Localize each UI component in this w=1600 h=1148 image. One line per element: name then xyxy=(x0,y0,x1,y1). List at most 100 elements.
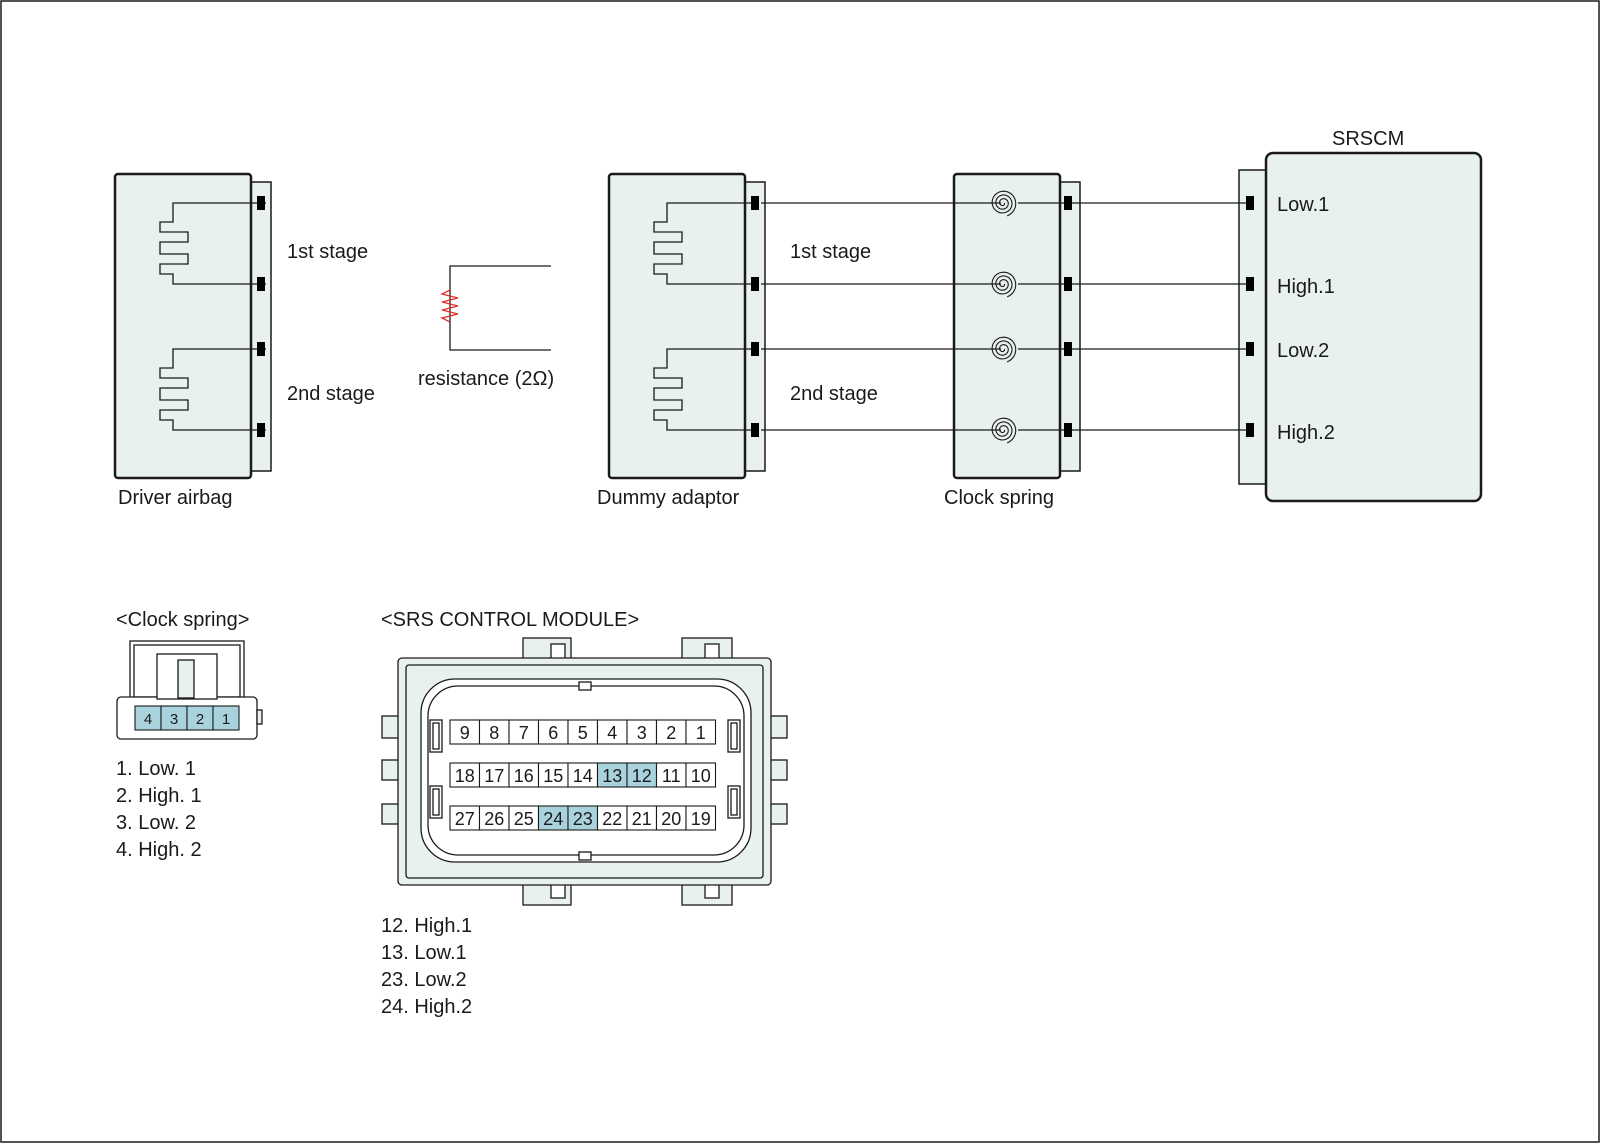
connector-terminal xyxy=(1246,342,1254,356)
srs-pin-cell xyxy=(596,805,628,831)
srs-module-connector-legend: 12. High.1 13. Low.1 23. Low.2 24. High.… xyxy=(381,915,472,1018)
srscm-pin-high2-label: High.2 xyxy=(1277,422,1335,444)
dummy-adaptor-stage1-label: 1st stage xyxy=(790,241,871,263)
clock-spring-pin-cell xyxy=(212,705,240,731)
srs-pin-cell xyxy=(567,762,599,788)
dummy-adaptor-stage2-label: 2nd stage xyxy=(790,383,878,405)
srs-module-legend-item: 24. High.2 xyxy=(381,996,472,1018)
clock-spring: Clock spring xyxy=(944,172,1081,509)
srs-pin-number: 1 xyxy=(696,723,706,743)
clock-spring-pin-number: 2 xyxy=(196,711,204,728)
srs-pin-cell xyxy=(478,805,510,831)
squib-connector-icon xyxy=(653,202,759,431)
connector-terminal xyxy=(1064,423,1072,437)
srs-pin-cell xyxy=(537,762,569,788)
connector-terminal xyxy=(751,277,759,291)
srscm-title: SRSCM xyxy=(1332,128,1404,150)
srs-pin-number: 20 xyxy=(661,809,681,829)
srscm-body xyxy=(1264,151,1483,503)
driver-airbag-caption: Driver airbag xyxy=(118,487,232,509)
srs-pin-cell xyxy=(478,762,510,788)
resistor: resistance (2Ω) xyxy=(418,265,554,390)
srscm-pin-low1-label: Low.1 xyxy=(1277,194,1329,216)
clock-spring-pin-number: 3 xyxy=(170,711,178,728)
srs-pin-number: 8 xyxy=(489,723,499,743)
srs-pin-cell xyxy=(596,719,628,745)
connector-terminal xyxy=(1064,277,1072,291)
srs-pin-cell xyxy=(626,805,658,831)
spiral-coil-icon xyxy=(991,417,1017,444)
srs-module-connector-title: <SRS CONTROL MODULE> xyxy=(381,609,639,631)
connector-terminal xyxy=(1064,342,1072,356)
clock-spring-connector-title: <Clock spring> xyxy=(116,609,249,631)
srs-pin-cell xyxy=(449,805,481,831)
srs-module-legend-item: 12. High.1 xyxy=(381,915,472,937)
connector-terminal xyxy=(751,196,759,210)
driver-airbag-stage2-label: 2nd stage xyxy=(287,383,375,405)
connector-terminal xyxy=(751,342,759,356)
srs-pin-number: 19 xyxy=(691,809,711,829)
srs-pin-cell xyxy=(685,719,717,745)
srs-pin-number: 13 xyxy=(602,766,622,786)
clock-spring-body xyxy=(952,172,1062,480)
dummy-adaptor-caption: Dummy adaptor xyxy=(597,487,740,509)
clock-spring-pin-cell xyxy=(186,705,214,731)
driver-airbag-terminals xyxy=(257,196,265,437)
srs-pin-cell xyxy=(567,805,599,831)
srscm-pin-low2-label: Low.2 xyxy=(1277,340,1329,362)
srs-pin-number: 11 xyxy=(662,766,681,786)
clock-spring-connector-legend: 1. Low. 1 2. High. 1 3. Low. 2 4. High. … xyxy=(116,758,202,861)
srs-pin-number: 10 xyxy=(691,766,711,786)
srs-pin-number: 7 xyxy=(519,723,529,743)
srs-pin-cell xyxy=(537,719,569,745)
srs-pin-number: 14 xyxy=(573,766,593,786)
connector-terminal xyxy=(1246,277,1254,291)
srs-pin-number: 27 xyxy=(455,809,475,829)
srs-pin-cell xyxy=(537,805,569,831)
srs-pin-number: 9 xyxy=(460,723,470,743)
resistor-label: resistance (2Ω) xyxy=(418,368,554,390)
srs-pin-cell xyxy=(655,762,687,788)
srs-pin-number: 25 xyxy=(514,809,534,829)
srs-pin-number: 17 xyxy=(484,766,504,786)
srs-pin-cell xyxy=(655,805,687,831)
squib-connector-icon xyxy=(159,202,266,431)
connector-terminal xyxy=(751,423,759,437)
srs-pin-cell xyxy=(685,805,717,831)
srs-pin-number: 18 xyxy=(455,766,475,786)
srs-pin-number: 12 xyxy=(632,766,652,786)
harness-wires xyxy=(751,190,1254,444)
srscm: SRSCM Low.1 High.1 Low.2 High.2 xyxy=(1238,128,1483,503)
srs-pin-cell xyxy=(655,719,687,745)
srs-pin-number: 4 xyxy=(607,723,617,743)
spiral-coil-icon xyxy=(991,190,1017,217)
srs-pin-number: 22 xyxy=(602,809,622,829)
connector-terminal xyxy=(1064,196,1072,210)
srs-pin-number: 16 xyxy=(514,766,534,786)
srs-pin-number: 23 xyxy=(573,809,593,829)
spiral-coil-icon xyxy=(991,271,1017,298)
clock-spring-legend-item: 4. High. 2 xyxy=(116,839,202,861)
srs-pin-number: 6 xyxy=(548,723,558,743)
srs-pin-cell xyxy=(478,719,510,745)
srs-pin-cell xyxy=(685,762,717,788)
srs-pin-number: 21 xyxy=(632,809,652,829)
srs-pin-number: 2 xyxy=(666,723,676,743)
clock-spring-pin-number: 1 xyxy=(222,711,230,728)
srs-module-legend-item: 13. Low.1 xyxy=(381,942,467,964)
clock-spring-pin-cell xyxy=(160,705,188,731)
dummy-adaptor: 1st stage 2nd stage Dummy adaptor xyxy=(597,172,878,509)
srs-pin-cell xyxy=(596,762,628,788)
clock-spring-legend-item: 2. High. 1 xyxy=(116,785,202,807)
srs-pin-number: 5 xyxy=(578,723,588,743)
clock-spring-caption: Clock spring xyxy=(944,487,1054,509)
connector-terminal xyxy=(1246,423,1254,437)
srs-module-legend-item: 23. Low.2 xyxy=(381,969,467,991)
srs-pin-number: 26 xyxy=(484,809,504,829)
srs-pin-number: 3 xyxy=(637,723,647,743)
